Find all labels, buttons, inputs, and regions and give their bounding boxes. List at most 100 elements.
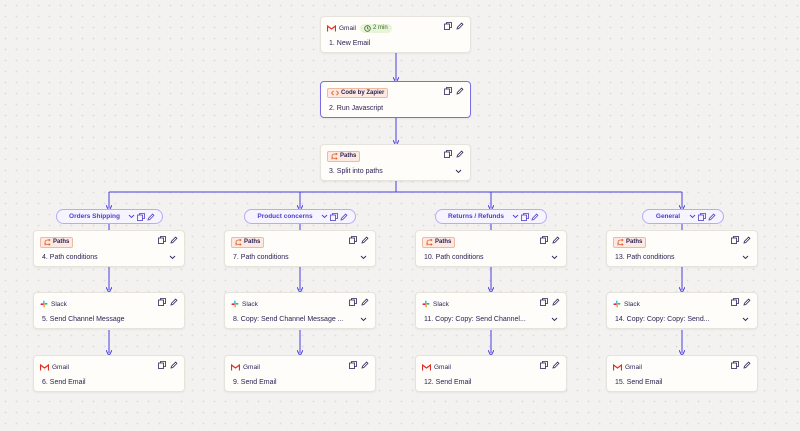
- duplicate-icon[interactable]: [540, 361, 548, 369]
- duplicate-icon[interactable]: [137, 212, 145, 221]
- step-node-13[interactable]: Paths 13. Path conditions: [606, 230, 758, 267]
- step-app-name: Gmail: [434, 363, 451, 371]
- step-node-2[interactable]: Code by Zapier 2. Run Javascript: [320, 81, 471, 118]
- step-node-14[interactable]: Slack 14. Copy: Copy: Copy: Send...: [606, 292, 758, 329]
- duplicate-icon[interactable]: [731, 236, 739, 244]
- edit-icon[interactable]: [456, 22, 464, 30]
- step-title: 10. Path conditions: [424, 254, 484, 261]
- step-title: 15. Send Email: [615, 379, 663, 386]
- path-label-general[interactable]: General: [642, 209, 724, 224]
- step-node-6[interactable]: Gmail 6. Send Email: [33, 355, 185, 392]
- chevron-down-icon[interactable]: [321, 214, 328, 219]
- step-title: 9. Send Email: [233, 379, 277, 386]
- step-title: 8. Copy: Send Channel Message ...: [233, 316, 344, 323]
- edit-icon[interactable]: [170, 236, 178, 244]
- edit-icon[interactable]: [743, 236, 751, 244]
- edit-icon[interactable]: [456, 87, 464, 95]
- slack-icon: [40, 300, 48, 308]
- path-label-product-concerns[interactable]: Product concerns: [244, 209, 356, 224]
- edit-icon[interactable]: [361, 298, 369, 306]
- step-node-12[interactable]: Gmail 12. Send Email: [415, 355, 567, 392]
- chevron-down-icon[interactable]: [512, 214, 519, 219]
- step-title: 7. Path conditions: [233, 254, 289, 261]
- step-title: 4. Path conditions: [42, 254, 98, 261]
- step-app-name: Gmail: [339, 24, 356, 32]
- duplicate-icon[interactable]: [540, 298, 548, 306]
- step-app-name: Slack: [242, 300, 258, 308]
- step-node-5[interactable]: Slack 5. Send Channel Message: [33, 292, 185, 329]
- duplicate-icon[interactable]: [444, 87, 452, 95]
- duplicate-icon[interactable]: [698, 212, 706, 221]
- step-title: 11. Copy: Copy: Send Channel...: [424, 316, 526, 323]
- path-name: General: [655, 213, 681, 220]
- duplicate-icon[interactable]: [521, 212, 529, 221]
- edit-icon[interactable]: [170, 298, 178, 306]
- step-node-8[interactable]: Slack 8. Copy: Send Channel Message ...: [224, 292, 376, 329]
- edit-icon[interactable]: [361, 236, 369, 244]
- edit-icon[interactable]: [743, 361, 751, 369]
- chevron-down-icon[interactable]: [551, 255, 558, 260]
- step-node-10[interactable]: Paths 10. Path conditions: [415, 230, 567, 267]
- gmail-icon: [422, 363, 431, 370]
- edit-icon[interactable]: [552, 361, 560, 369]
- duplicate-icon[interactable]: [444, 22, 452, 30]
- step-node-4[interactable]: Paths 4. Path conditions: [33, 230, 185, 267]
- duplicate-icon[interactable]: [158, 236, 166, 244]
- chevron-down-icon[interactable]: [128, 214, 135, 219]
- step-app-name: Paths: [244, 239, 261, 245]
- edit-icon[interactable]: [456, 150, 464, 158]
- paths-icon: [426, 238, 433, 246]
- duplicate-icon[interactable]: [349, 361, 357, 369]
- step-node-1[interactable]: Gmail 2 min 1. New Email: [320, 16, 471, 53]
- duplicate-icon[interactable]: [731, 298, 739, 306]
- step-node-3[interactable]: Paths 3. Split into paths: [320, 144, 471, 181]
- edit-icon[interactable]: [552, 298, 560, 306]
- edit-icon[interactable]: [552, 236, 560, 244]
- duplicate-icon[interactable]: [349, 298, 357, 306]
- duplicate-icon[interactable]: [540, 236, 548, 244]
- app-badge: Paths: [231, 236, 265, 248]
- duplicate-icon[interactable]: [158, 361, 166, 369]
- clock-icon: [364, 24, 371, 32]
- app-badge: Paths: [422, 236, 456, 248]
- chevron-down-icon[interactable]: [742, 255, 749, 260]
- paths-icon: [44, 238, 51, 246]
- edit-icon[interactable]: [743, 298, 751, 306]
- gmail-icon: [231, 363, 240, 370]
- edit-icon[interactable]: [708, 213, 716, 221]
- chevron-down-icon[interactable]: [360, 255, 367, 260]
- duplicate-icon[interactable]: [158, 298, 166, 306]
- edit-icon[interactable]: [340, 213, 348, 221]
- step-app-name: Paths: [340, 153, 357, 159]
- duplicate-icon[interactable]: [444, 150, 452, 158]
- duplicate-icon[interactable]: [349, 236, 357, 244]
- chevron-down-icon[interactable]: [689, 214, 696, 219]
- step-title: 13. Path conditions: [615, 254, 675, 261]
- duplicate-icon[interactable]: [731, 361, 739, 369]
- paths-icon: [617, 238, 624, 246]
- step-node-15[interactable]: Gmail 15. Send Email: [606, 355, 758, 392]
- path-label-returns-refunds[interactable]: Returns / Refunds: [435, 209, 547, 224]
- step-node-9[interactable]: Gmail 9. Send Email: [224, 355, 376, 392]
- chevron-down-icon[interactable]: [742, 317, 749, 322]
- chevron-down-icon[interactable]: [455, 169, 462, 174]
- step-title: 2. Run Javascript: [329, 105, 384, 112]
- step-node-11[interactable]: Slack 11. Copy: Copy: Send Channel...: [415, 292, 567, 329]
- edit-icon[interactable]: [531, 213, 539, 221]
- edit-icon[interactable]: [147, 213, 155, 221]
- step-title: 6. Send Email: [42, 379, 86, 386]
- chevron-down-icon[interactable]: [169, 255, 176, 260]
- app-badge: Code by Zapier: [327, 88, 389, 98]
- edit-icon[interactable]: [361, 361, 369, 369]
- step-title: 12. Send Email: [424, 379, 472, 386]
- step-app-name: Slack: [624, 300, 640, 308]
- step-node-7[interactable]: Paths 7. Path conditions: [224, 230, 376, 267]
- duplicate-icon[interactable]: [330, 212, 338, 221]
- chevron-down-icon[interactable]: [360, 317, 367, 322]
- path-label-orders-shipping[interactable]: Orders Shipping: [56, 209, 163, 224]
- slack-icon: [613, 300, 621, 308]
- chevron-down-icon[interactable]: [551, 317, 558, 322]
- edit-icon[interactable]: [170, 361, 178, 369]
